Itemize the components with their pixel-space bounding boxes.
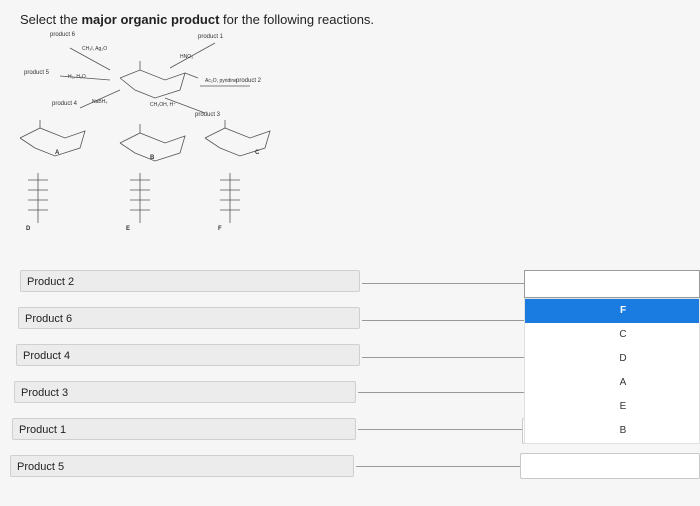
dropdown-option-E[interactable]: E [619,401,627,412]
answer-select-product-2[interactable] [524,270,700,298]
label-product-5: product 5 [24,70,50,76]
dropdown-option-D[interactable]: D [619,353,627,364]
label-product-2: product 2 [236,78,262,84]
row-label-product-3: Product 3 [14,381,356,403]
compound-letter-B: B [150,155,155,161]
row-label-product-5: Product 5 [10,455,354,477]
reagent-6: CH₃OH, H⁺ [150,102,176,108]
structure-A: A [19,120,86,157]
structure-D: D [26,173,48,232]
dropdown-option-A[interactable]: A [619,377,627,388]
answer-select-product-5[interactable] [520,453,700,479]
compound-letter-D: D [26,226,31,232]
structure-C: C [204,120,271,157]
label-product-4: product 4 [52,101,78,107]
question-text: Select the major organic product for the… [20,12,375,27]
dropdown-option-F[interactable]: F [525,299,699,323]
label-product-1: product 1 [198,34,224,40]
compound-letter-A: A [55,150,60,156]
connector-line [362,283,524,284]
structure-F: F [218,173,240,232]
structure-E: E [126,173,150,232]
reagent-4: Ac₂O, pyridine [205,78,237,84]
arrow-to-product-1 [169,42,216,69]
connector-line [362,357,524,358]
arrow-to-product-3 [164,97,206,114]
arrow-to-product-4 [79,89,121,109]
compound-letter-F: F [218,226,222,232]
compound-letter-E: E [126,226,130,232]
compound-letter-C: C [255,150,260,156]
label-product-6: product 6 [50,32,76,38]
connector-line [358,429,524,430]
arrow-to-product-5 [59,75,111,81]
connector-line [356,466,522,467]
connector-line [362,320,524,321]
connector-line [358,392,524,393]
reagent-2: HNO₃ [180,54,193,60]
label-product-3: product 3 [195,112,221,118]
reagent-1: CH₃I, Ag₂O [82,46,107,52]
structure-B: B [119,124,186,162]
arrow-to-product-6 [69,47,111,71]
reagent-5: NaBH₄ [92,99,107,105]
dropdown-option-B[interactable]: B [619,425,627,436]
reagent-3: H₂, H₂O [68,74,86,80]
answer-dropdown-product-2[interactable]: F C D A E B [524,270,700,446]
row-label-product-6: Product 6 [18,307,360,329]
central-sugar-ring [119,61,199,99]
reaction-scheme: product 6 product 1 product 5 product 2 … [19,32,271,232]
row-label-product-4: Product 4 [16,344,360,366]
dropdown-option-C[interactable]: C [619,329,627,340]
row-label-product-2: Product 2 [20,270,360,292]
dropdown-options-list: F C D A E B [524,298,700,444]
row-label-product-1: Product 1 [12,418,356,440]
